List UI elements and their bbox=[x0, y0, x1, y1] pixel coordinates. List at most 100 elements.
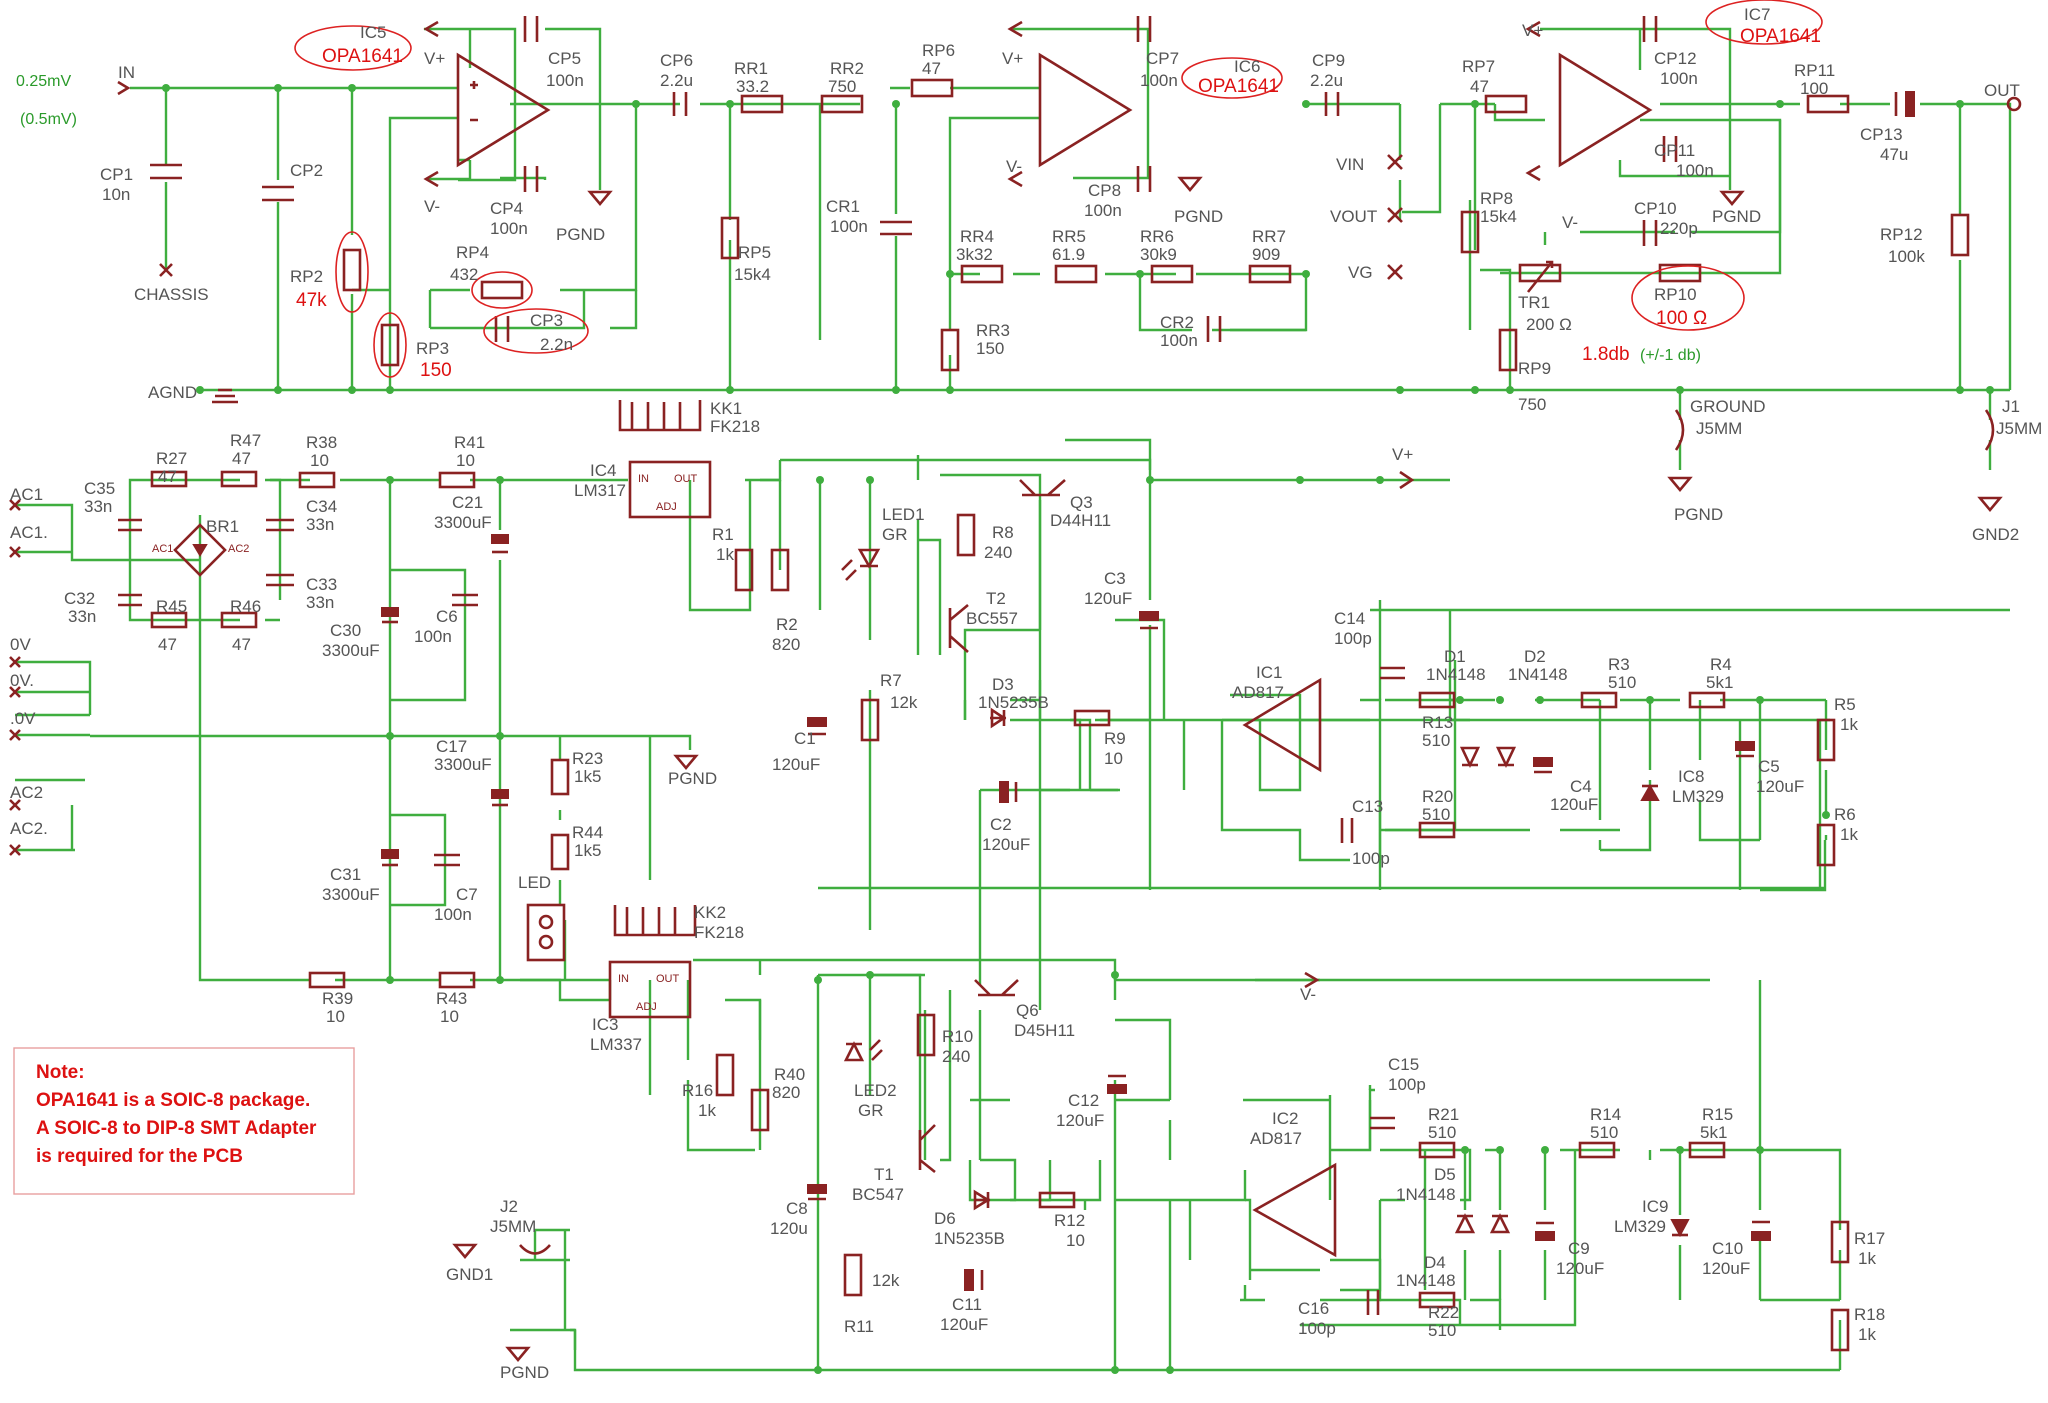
ac1b-label: AC1. bbox=[10, 523, 48, 542]
c12-symbol bbox=[1107, 1084, 1127, 1094]
ic3-out: OUT bbox=[656, 973, 680, 985]
rp2-symbol bbox=[342, 248, 362, 292]
rp3-value: 150 bbox=[420, 360, 452, 381]
c15-symbol bbox=[1370, 1116, 1395, 1130]
psu-parts-neg bbox=[308, 905, 1850, 1363]
ic5-inputs bbox=[470, 81, 478, 122]
led2-value: GR bbox=[858, 1101, 884, 1120]
j1-symbol bbox=[1984, 409, 1995, 451]
d6-label: D6 bbox=[934, 1209, 956, 1228]
vminus1-arrow-icon bbox=[423, 170, 439, 188]
d6-symbol bbox=[973, 1189, 991, 1211]
led-connector-symbol bbox=[526, 903, 566, 962]
cp5-value: 100n bbox=[546, 71, 584, 90]
rp5-label: RP5 bbox=[738, 243, 771, 262]
r23-value: 1k5 bbox=[574, 767, 601, 786]
r45-symbol bbox=[150, 611, 188, 629]
br1-symbol bbox=[173, 523, 227, 577]
ac1b-x-icon bbox=[9, 546, 21, 558]
ac2-label: AC2 bbox=[10, 783, 43, 802]
rp9-value: 750 bbox=[1518, 395, 1546, 414]
q3-label: Q3 bbox=[1070, 493, 1093, 512]
vplus2-label: V+ bbox=[1002, 49, 1023, 68]
ic8-value: LM329 bbox=[1672, 787, 1724, 806]
r38-symbol bbox=[298, 471, 336, 489]
r14-label: R14 bbox=[1590, 1105, 1621, 1124]
rp6-value: 47 bbox=[922, 59, 941, 78]
r44-symbol bbox=[550, 833, 570, 871]
ic3-label: IC3 bbox=[592, 1015, 618, 1034]
cp13-symbol bbox=[1905, 91, 1915, 117]
r41-label: R41 bbox=[454, 433, 485, 452]
t1-value: BC547 bbox=[852, 1185, 904, 1204]
rp8-label: RP8 bbox=[1480, 189, 1513, 208]
c14-label: C14 bbox=[1334, 609, 1365, 628]
ac1-label: AC1 bbox=[10, 485, 43, 504]
ac2b-x-icon bbox=[9, 844, 21, 856]
r41-value: 10 bbox=[456, 451, 475, 470]
r6-label: R6 bbox=[1834, 805, 1856, 824]
d2-symbol bbox=[1495, 746, 1517, 769]
pgnd-mid-label: PGND bbox=[668, 769, 717, 788]
t2-label: T2 bbox=[986, 589, 1006, 608]
vplus-out-arrow-icon bbox=[1399, 470, 1415, 490]
rp12-symbol bbox=[1950, 213, 1970, 257]
rp5-symbol bbox=[720, 216, 740, 260]
v0c-label: .0V bbox=[10, 709, 36, 728]
c5-symbol bbox=[1735, 741, 1755, 751]
rr4-label: RR4 bbox=[960, 227, 994, 246]
led1-symbol bbox=[857, 548, 881, 569]
r41-symbol bbox=[438, 471, 476, 489]
vin-x-icon bbox=[1387, 154, 1403, 170]
c7-value: 100n bbox=[434, 905, 472, 924]
c33-value: 33n bbox=[306, 593, 334, 612]
ic7-opamp-symbol bbox=[1558, 52, 1653, 168]
rr2-value: 750 bbox=[828, 77, 856, 96]
gnd2-icon bbox=[1977, 496, 2003, 513]
r39-symbol bbox=[308, 971, 346, 989]
rp12-label: RP12 bbox=[1880, 225, 1923, 244]
vminus2-arrow-icon bbox=[1007, 170, 1023, 188]
d1-symbol bbox=[1459, 746, 1481, 769]
rp5-value: 15k4 bbox=[734, 265, 771, 284]
c8-label: C8 bbox=[786, 1199, 808, 1218]
r11-symbol bbox=[843, 1253, 863, 1297]
v0b-label: 0V. bbox=[10, 671, 34, 690]
c21-label: C21 bbox=[452, 493, 483, 512]
c8-value: 120u bbox=[770, 1219, 808, 1238]
br1-diode-icon bbox=[192, 544, 208, 557]
vout-label: VOUT bbox=[1330, 207, 1377, 226]
c5-value: 120uF bbox=[1756, 777, 1804, 796]
r45-value: 47 bbox=[158, 635, 177, 654]
r21-label: R21 bbox=[1428, 1105, 1459, 1124]
cp10-label: CP10 bbox=[1634, 199, 1677, 218]
ic3-regulator-symbol bbox=[608, 960, 692, 1019]
r27-symbol bbox=[150, 470, 188, 488]
ic7-value: OPA1641 bbox=[1740, 26, 1821, 47]
c8-symbol bbox=[807, 1184, 827, 1194]
r3-label: R3 bbox=[1608, 655, 1630, 674]
c31-symbol bbox=[381, 849, 399, 859]
c6-symbol bbox=[452, 593, 478, 607]
ic1-value: AD817 bbox=[1232, 683, 1284, 702]
led-pin1-icon bbox=[538, 934, 554, 950]
br1-ac1: AC1 bbox=[152, 543, 173, 555]
gnd1-icon bbox=[452, 1243, 478, 1260]
rr2-symbol bbox=[820, 94, 864, 114]
rp12-value: 100k bbox=[1888, 247, 1925, 266]
c5-label: C5 bbox=[1758, 757, 1780, 776]
note-line4: is required for the PCB bbox=[36, 1146, 243, 1167]
ic8-zener-symbol bbox=[1640, 783, 1660, 801]
highlights bbox=[294, 0, 1823, 378]
r15-symbol bbox=[1688, 1141, 1726, 1159]
note-line1: Note: bbox=[36, 1062, 85, 1083]
c9-label: C9 bbox=[1568, 1239, 1590, 1258]
r8-symbol bbox=[956, 513, 976, 557]
r9-symbol bbox=[1073, 709, 1111, 727]
c12-label: C12 bbox=[1068, 1091, 1099, 1110]
j2-label: J2 bbox=[500, 1197, 518, 1216]
c21-symbol bbox=[491, 534, 509, 544]
vplus3-arrow-icon bbox=[1525, 20, 1541, 38]
t2-transistor-symbol bbox=[948, 604, 969, 653]
r4-value: 5k1 bbox=[1706, 673, 1733, 692]
